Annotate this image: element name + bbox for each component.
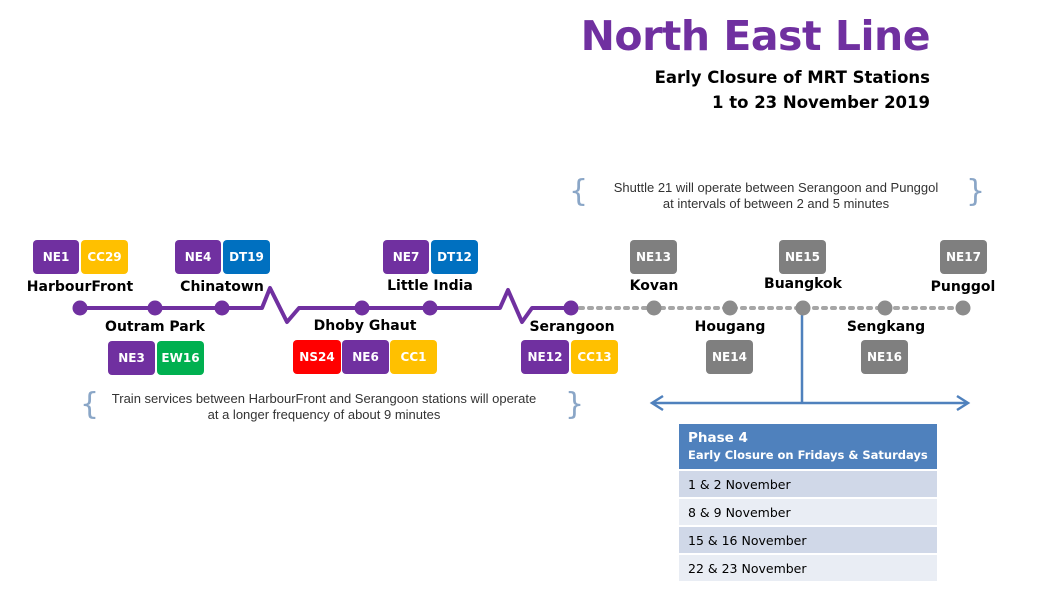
station-code-badge: NE4 [175,240,221,274]
train-service-note: Train services between HarbourFront and … [112,391,536,423]
shuttle-note-line: Shuttle 21 will operate between Serangoo… [613,180,939,195]
interchange-code-badge: DT12 [431,240,478,274]
station-code-badge: NE12 [521,340,569,374]
phase-date-row: 15 & 16 November [679,527,937,553]
interchange-code-badge: CC13 [571,340,618,374]
station-dot-chinatown [214,300,230,316]
station-name-harbourfront: HarbourFront [26,279,134,295]
right-brace-icon: } [966,174,986,209]
station-dot-kovan [646,300,662,316]
station-code-badge: NE13 [630,240,677,274]
phase-date-row: 8 & 9 November [679,499,937,525]
phase-table: Phase 4 Early Closure on Fridays & Satur… [679,424,937,581]
station-name-serangoon: Serangoon [529,319,615,335]
phase-title: Phase 4 [688,430,748,446]
arrow-left-head [649,394,664,412]
station-dot-little-india [422,300,438,316]
shuttle-note: Shuttle 21 will operate between Serangoo… [614,180,939,212]
interchange-code-badge: NS24 [293,340,341,374]
arrow-right-head [956,394,971,412]
station-name-buangkok: Buangkok [764,276,842,292]
station-name-hougang: Hougang [694,319,766,335]
interchange-code-badge: CC29 [81,240,128,274]
phase-date-row: 1 & 2 November [679,471,937,497]
left-brace-icon: { [80,387,100,422]
station-name-little-india: Little India [387,278,473,294]
right-brace-icon: } [565,387,585,422]
phase-header: Phase 4 Early Closure on Fridays & Satur… [679,424,937,469]
station-name-sengkang: Sengkang [846,319,926,335]
page-title: North East Line [580,12,931,60]
station-dot-punggol [955,300,971,316]
station-dot-buangkok [795,300,811,316]
station-code-badge: NE3 [108,341,155,375]
station-dot-hougang [722,300,738,316]
station-dot-serangoon [563,300,579,316]
station-name-chinatown: Chinatown [180,279,264,295]
left-brace-icon: { [569,174,589,209]
station-code-badge: NE6 [342,340,389,374]
station-code-badge: NE16 [861,340,908,374]
station-code-badge: NE17 [940,240,987,274]
station-dot-harbourfront [72,300,88,316]
station-name-outram-park: Outram Park [105,319,205,335]
interchange-code-badge: CC1 [390,340,437,374]
page-subtitle: Early Closure of MRT Stations [654,68,930,87]
station-dot-sengkang [877,300,893,316]
train-note-line: at a longer frequency of about 9 minutes [207,407,441,422]
station-code-badge: NE1 [33,240,79,274]
station-name-dhoby-ghaut: Dhoby Ghaut [313,318,417,334]
station-code-badge: NE15 [779,240,826,274]
train-note-line: Train services between HarbourFront and … [111,391,537,406]
interchange-code-badge: EW16 [157,341,204,375]
station-dot-dhoby-ghaut [354,300,370,316]
station-code-badge: NE14 [706,340,753,374]
phase-date-row: 22 & 23 November [679,555,937,581]
station-dot-outram-park [147,300,163,316]
phase-subtitle: Early Closure on Fridays & Saturdays [688,448,928,462]
ne-line-track-active [80,286,571,324]
station-code-badge: NE7 [383,240,429,274]
date-range: 1 to 23 November 2019 [712,93,930,112]
station-name-kovan: Kovan [629,278,679,294]
station-name-punggol: Punggol [930,279,996,295]
interchange-code-badge: DT19 [223,240,270,274]
shuttle-note-line: at intervals of between 2 and 5 minutes [662,196,890,211]
